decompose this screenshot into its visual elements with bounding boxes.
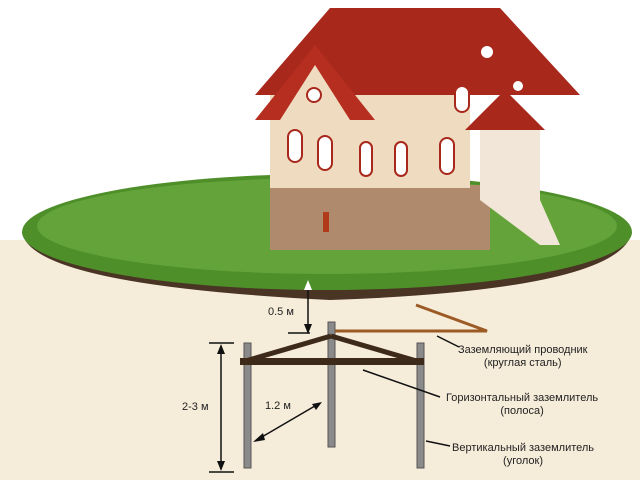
horizontal-label: Горизонтальный заземлитель (полоса) [446,392,598,418]
horizontal-sub: (полоса) [500,405,544,417]
rod-length-label: 2-3 м [182,401,209,413]
horizontal-strip [240,333,424,365]
grounding-rods [243,321,425,469]
house [255,8,580,250]
vertical-label: Вертикальный заземлитель (уголок) [452,442,594,468]
horizontal-title: Горизонтальный заземлитель [446,392,599,404]
grounding-conductor [335,303,488,333]
vertical-title: Вертикальный заземлитель [452,442,595,454]
vertical-sub: (уголок) [503,455,543,467]
conductor-title: Заземляющий проводник [458,344,588,356]
arrowheads [217,280,322,471]
conductor-sub: (круглая сталь) [483,357,562,369]
rod-spacing-label: 1.2 м [265,400,291,412]
conductor-label: Заземляющий проводник (круглая сталь) [458,344,588,370]
ground-lead [323,212,329,232]
depth-label: 0.5 м [268,306,294,318]
